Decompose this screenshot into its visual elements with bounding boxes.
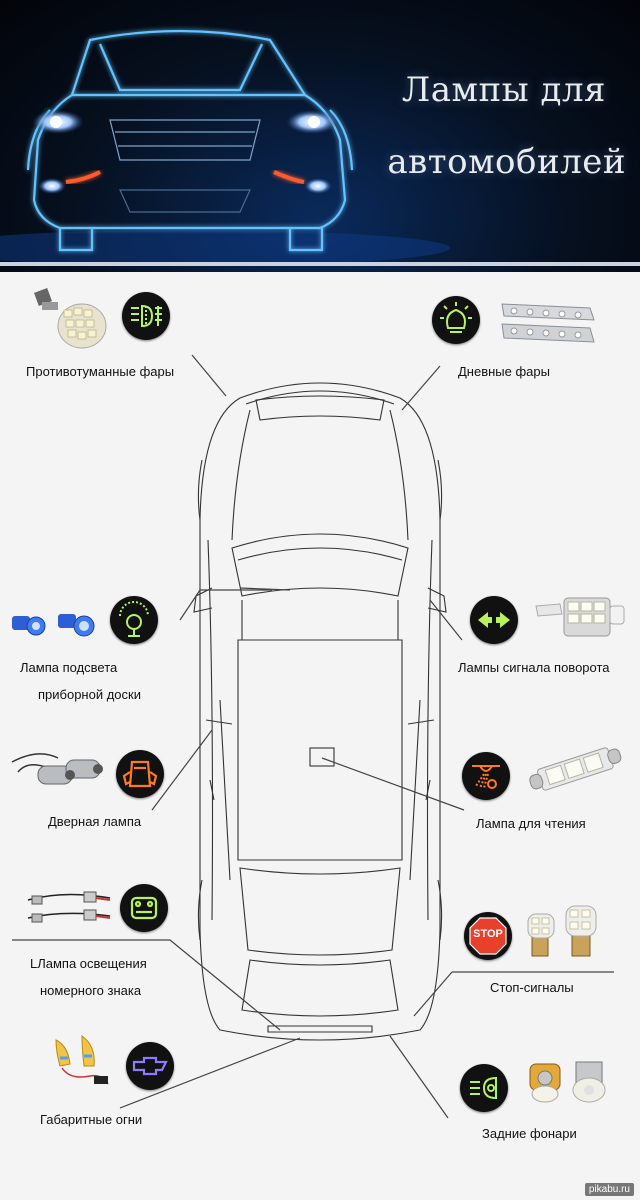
daytime-lights-label: Дневные фары — [458, 364, 550, 379]
turn-signal-label: Лампы сигнала поворота — [458, 660, 610, 675]
plate-light-label-line2: номерного знака — [40, 983, 142, 998]
license-plate-icon — [120, 884, 168, 932]
door-lamp-photo — [8, 742, 108, 802]
reading-light-icon — [462, 752, 510, 800]
banner-title-line2: автомобилей — [387, 142, 626, 182]
fog-light-icon — [122, 292, 170, 340]
stop-lights-label: Стоп-сигналы — [490, 980, 574, 995]
hero-banner: Лампы для автомобилей — [0, 0, 640, 272]
rear-bulb-photo — [524, 1054, 624, 1110]
plate-light-label-line1: LЛампа освещения — [30, 956, 147, 971]
door-open-icon — [116, 750, 164, 798]
dashboard-bulb-photo — [8, 604, 106, 644]
dashboard-light-label-line2: приборной доски — [38, 687, 141, 702]
stop-bulb-photo — [524, 900, 624, 966]
drl-strip-photo — [496, 298, 600, 350]
reading-light-label: Лампа для чтения — [476, 816, 586, 831]
festoon-bulb-photo — [520, 738, 630, 800]
stop-sign-icon: STOP — [464, 912, 512, 960]
dashboard-light-label-line1: Лампа подсвета — [20, 660, 118, 675]
plate-light-photo — [24, 890, 114, 934]
chevrolet-logo-icon — [126, 1042, 174, 1090]
banner-divider — [0, 262, 640, 266]
rear-lights-label: Задние фонари — [482, 1126, 577, 1141]
stop-badge-text: STOP — [473, 928, 503, 940]
marker-lights-label: Габаритные огни — [40, 1112, 143, 1127]
fog-lights-label: Противотуманные фары — [26, 364, 175, 379]
door-lamp-label: Дверная лампа — [48, 814, 142, 829]
car-top-view-diagram — [12, 354, 614, 1119]
dashboard-light-icon — [110, 596, 158, 644]
watermark: pikabu.ru — [584, 1183, 634, 1196]
daytime-light-icon — [432, 296, 480, 344]
turn-signal-bulb-photo — [530, 586, 630, 648]
banner-title-line1: Лампы для — [401, 70, 606, 110]
fog-led-bulb-photo — [28, 282, 108, 354]
rear-light-icon — [460, 1064, 508, 1112]
glowing-car-illustration — [0, 29, 450, 266]
turn-signal-icon — [470, 596, 518, 644]
marker-light-photo — [46, 1032, 120, 1092]
